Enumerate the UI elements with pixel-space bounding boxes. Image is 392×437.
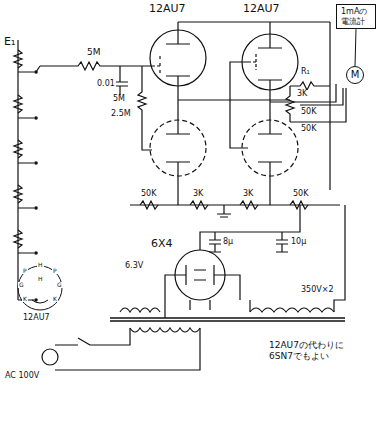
- resistor-value: 2.5M: [110, 110, 132, 118]
- capacitor-value: 8μ: [222, 238, 234, 246]
- pin-name: H: [37, 262, 44, 268]
- pin-name: P: [52, 268, 58, 274]
- tube-name: 12AU7: [242, 3, 281, 15]
- voltage-label: 6.3V: [124, 262, 144, 270]
- pin-name: H: [37, 276, 44, 282]
- note-text: 12AU7の代わりに 6SN7でもよい: [268, 340, 375, 363]
- callout-box: 1mAの 電流計: [336, 4, 376, 29]
- label-text: E₁: [3, 36, 16, 48]
- pin-name: G: [18, 282, 25, 288]
- voltage-label: AC 100V: [4, 372, 40, 380]
- resistor-value: 5M: [86, 48, 102, 57]
- meter-symbol: M: [346, 66, 364, 84]
- pin-name: P: [22, 268, 28, 274]
- resistor-value: 50K: [292, 190, 309, 198]
- leader-line: [355, 29, 356, 66]
- capacitor-value: 10μ: [290, 238, 307, 246]
- resistor-value: 50K: [300, 108, 317, 116]
- tube-name: 12AU7: [22, 314, 51, 322]
- voltage-label: 350V×2: [300, 286, 335, 294]
- tube-name: 12AU7: [148, 3, 187, 15]
- resistor-value: 3K: [242, 190, 254, 198]
- resistor-value: 3K: [296, 90, 308, 98]
- resistor-value: 5M: [112, 95, 126, 103]
- node-text: 1mAの 電流計: [341, 7, 371, 26]
- pin-name: G: [56, 282, 63, 288]
- resistor-value: 50K: [140, 190, 157, 198]
- pin-name: K: [52, 296, 58, 302]
- resistor-name: R₁: [300, 68, 311, 76]
- resistor-value: 50K: [300, 125, 317, 133]
- pin-name: K: [22, 296, 28, 302]
- resistor-value: 3K: [192, 190, 204, 198]
- node-text: M: [351, 70, 360, 80]
- tube-name: 6X4: [150, 238, 174, 250]
- capacitor-value: 0.01: [96, 80, 116, 88]
